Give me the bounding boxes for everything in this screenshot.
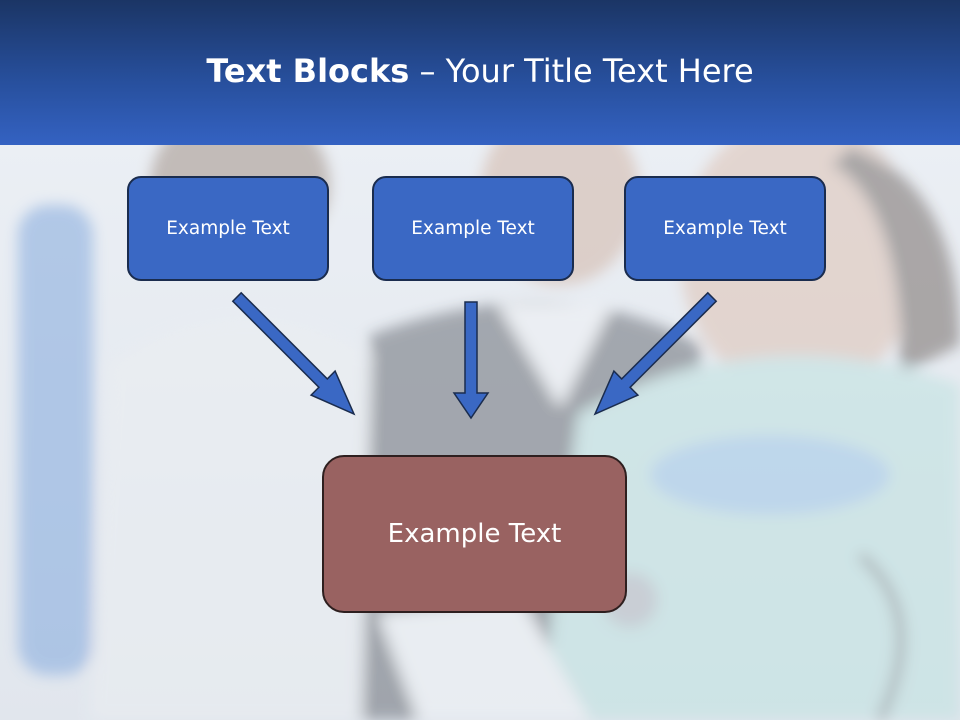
text-block-top-right[interactable]: Example Text [624, 176, 826, 281]
text-block-top-center[interactable]: Example Text [372, 176, 574, 281]
title-bold: Text Blocks [206, 52, 410, 90]
text-block-top-left-label: Example Text [166, 218, 290, 239]
text-block-top-left[interactable]: Example Text [127, 176, 329, 281]
text-block-bottom[interactable]: Example Text [322, 455, 627, 613]
title-bar [0, 0, 960, 145]
slide-title: Text Blocks – Your Title Text Here [0, 52, 960, 90]
title-rest: – Your Title Text Here [409, 52, 754, 90]
text-block-top-right-label: Example Text [663, 218, 787, 239]
text-block-bottom-label: Example Text [387, 519, 562, 549]
text-block-top-center-label: Example Text [411, 218, 535, 239]
